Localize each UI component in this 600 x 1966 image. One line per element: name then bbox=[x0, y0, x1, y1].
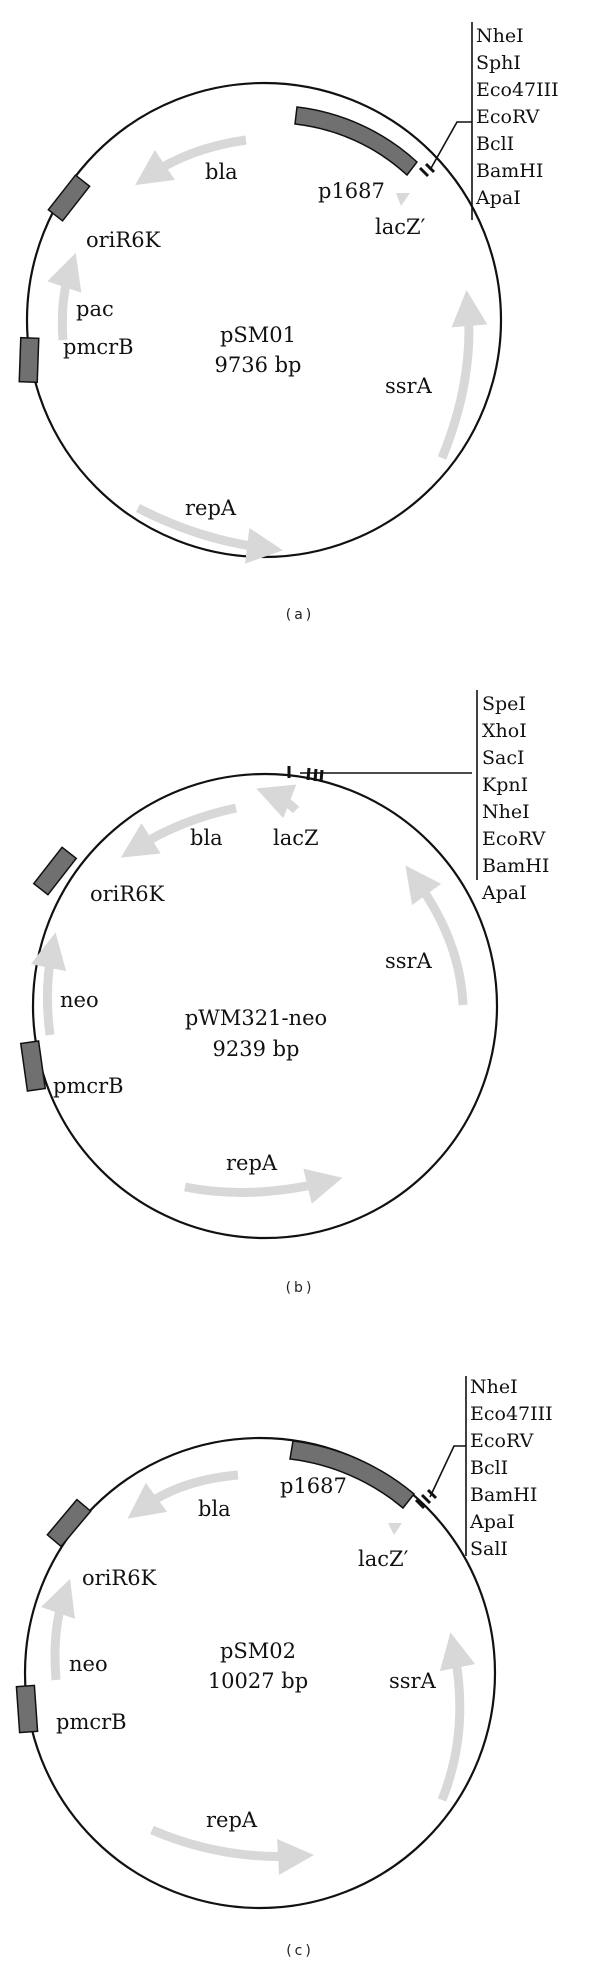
plasmid-size: 9736 bp bbox=[214, 353, 301, 377]
lacz-arrow bbox=[396, 193, 410, 206]
repa-arrow bbox=[135, 504, 283, 564]
mcs-tick bbox=[418, 166, 430, 178]
neo-arrow bbox=[30, 932, 67, 1036]
mcs-connector bbox=[429, 121, 472, 171]
site-label: ApaI bbox=[481, 882, 527, 904]
site-label: BamHI bbox=[470, 1484, 537, 1506]
gene-label-ssra: ssrA bbox=[385, 949, 433, 973]
pac-arrow bbox=[47, 252, 82, 341]
bla-arrow bbox=[120, 803, 237, 858]
ssra-arrow bbox=[437, 290, 488, 460]
mcs-tick bbox=[414, 1498, 426, 1510]
site-label: BamHI bbox=[476, 160, 543, 182]
p1687-box bbox=[289, 1440, 416, 1510]
gene-label-orir6k: oriR6K bbox=[82, 1566, 157, 1590]
lacz-arrow bbox=[388, 1523, 402, 1535]
gene-label-ssra: ssrA bbox=[389, 1669, 437, 1693]
gene-label-bla: bla bbox=[198, 1497, 231, 1521]
bla-arrow bbox=[127, 1470, 239, 1519]
plasmid-name: pSM01 bbox=[220, 323, 296, 347]
plasmid-name: pWM321-neo bbox=[185, 1006, 327, 1030]
repa-arrow bbox=[184, 1168, 343, 1204]
plasmid-b-backbone bbox=[31, 772, 499, 1240]
site-label: SpeI bbox=[482, 693, 526, 715]
site-label: BclI bbox=[470, 1457, 508, 1479]
site-label: KpnI bbox=[482, 774, 528, 796]
site-label: EcoRV bbox=[482, 828, 546, 850]
gene-label-orir6k: oriR6K bbox=[90, 882, 165, 906]
site-label: NheI bbox=[482, 801, 530, 823]
lacz-arrow bbox=[256, 784, 300, 819]
site-label: SalI bbox=[470, 1538, 508, 1560]
plasmid-size: 9239 bp bbox=[212, 1037, 299, 1061]
gene-label-neo: neo bbox=[69, 1652, 108, 1676]
mcs-tick bbox=[424, 162, 436, 174]
gene-label-pac: pac bbox=[76, 297, 114, 321]
gene-label-bla: bla bbox=[205, 160, 238, 184]
plasmid-size: 10027 bp bbox=[208, 1669, 308, 1693]
panel-caption: (c) bbox=[286, 1943, 314, 1959]
site-label: Eco47III bbox=[476, 79, 559, 101]
gene-label-bla: bla bbox=[190, 826, 223, 850]
site-label: SacI bbox=[482, 747, 525, 769]
panel-caption: (b) bbox=[286, 1280, 315, 1296]
gene-label-repa: repA bbox=[185, 496, 237, 520]
ssra-arrow bbox=[437, 1632, 476, 1802]
gene-label-pmcrb: pmcrB bbox=[56, 1710, 127, 1734]
orir6k-box bbox=[32, 846, 78, 896]
site-label: SphI bbox=[476, 52, 521, 74]
gene-label-lacz: lacZ bbox=[273, 826, 319, 850]
gene-label-repa: repA bbox=[206, 1808, 258, 1832]
site-label: ApaI bbox=[475, 187, 521, 209]
mcs-tick bbox=[420, 1493, 432, 1505]
gene-label-pmcrb: pmcrB bbox=[63, 335, 134, 359]
gene-label-lacz: lacZ′ bbox=[358, 1547, 409, 1571]
gene-label-orir6k: oriR6K bbox=[86, 228, 161, 252]
bla-arrow bbox=[135, 135, 247, 186]
repa-arrow bbox=[150, 1825, 314, 1875]
gene-label-repa: repA bbox=[226, 1151, 278, 1175]
site-label: EcoRV bbox=[476, 106, 540, 128]
mcs-connector bbox=[429, 1445, 466, 1498]
panel-b: bla lacZ oriR6K neo pmcrB repA ssrA pWM3… bbox=[19, 690, 549, 1296]
pmcrb-box bbox=[18, 336, 40, 384]
pmcrb-box bbox=[15, 1684, 39, 1734]
plasmid-c-backbone bbox=[23, 1436, 497, 1910]
site-label: NheI bbox=[470, 1376, 518, 1398]
panel-a: bla oriR6K pac pmcrB repA ssrA p1687 lac… bbox=[18, 22, 559, 623]
gene-label-p1687: p1687 bbox=[318, 179, 385, 203]
p1687-box bbox=[294, 106, 419, 177]
panel-c: bla p1687 oriR6K lacZ′ neo pmcrB ssrA re… bbox=[15, 1376, 553, 1959]
neo-arrow bbox=[41, 1579, 75, 1681]
site-label: NheI bbox=[476, 25, 524, 47]
site-label: BclI bbox=[476, 133, 514, 155]
site-label: XhoI bbox=[482, 720, 527, 742]
site-label: ApaI bbox=[469, 1511, 515, 1533]
site-label: EcoRV bbox=[470, 1430, 534, 1452]
gene-label-pmcrb: pmcrB bbox=[53, 1074, 124, 1098]
orir6k-box bbox=[47, 174, 91, 222]
ssra-arrow bbox=[405, 865, 468, 1006]
plasmid-name: pSM02 bbox=[220, 1639, 296, 1663]
mcs-tick bbox=[319, 769, 324, 783]
orir6k-box bbox=[46, 1498, 92, 1548]
gene-label-lacz: lacZ′ bbox=[375, 215, 426, 239]
gene-label-ssra: ssrA bbox=[385, 374, 433, 398]
panel-caption: (a) bbox=[286, 607, 315, 623]
gene-label-neo: neo bbox=[60, 988, 99, 1012]
mcs-tick bbox=[306, 767, 311, 781]
gene-label-p1687: p1687 bbox=[280, 1474, 347, 1498]
site-label: Eco47III bbox=[470, 1403, 553, 1425]
mcs-tick bbox=[313, 768, 318, 782]
pmcrb-box bbox=[19, 1040, 47, 1092]
site-label: BamHI bbox=[482, 855, 549, 877]
